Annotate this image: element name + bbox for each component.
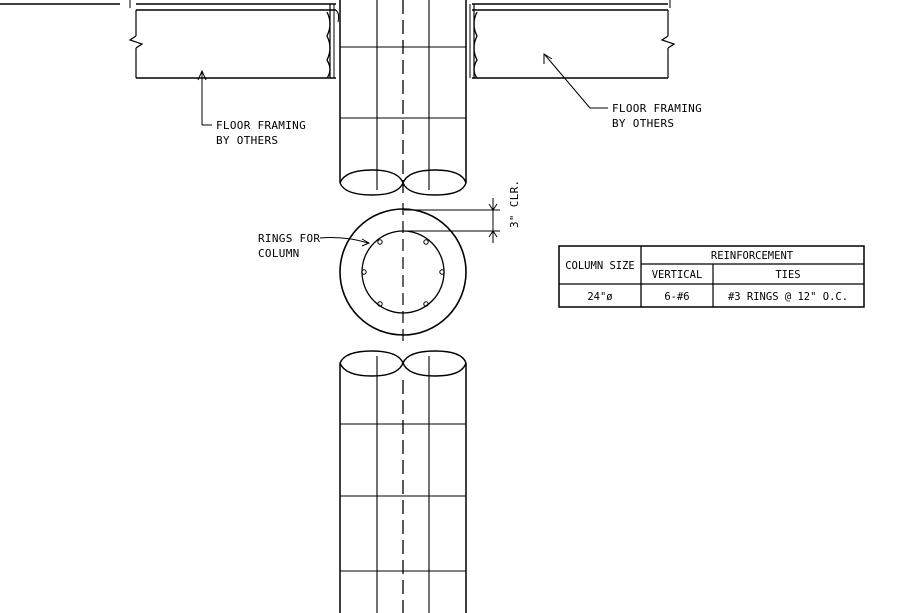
- floor-framing-note-left-line1: FLOOR FRAMING: [216, 119, 306, 132]
- table-cell-vertical: 6-#6: [664, 291, 689, 303]
- floor-framing-note-right-line1: FLOOR FRAMING: [612, 102, 702, 115]
- clearance-label: 3" CLR.: [508, 180, 521, 228]
- column-lower: [339, 350, 467, 613]
- table-header-column-size: COLUMN SIZE: [565, 260, 635, 272]
- table-cell-ties: #3 RINGS @ 12" O.C.: [728, 291, 848, 303]
- floor-framing-left: [0, 0, 340, 79]
- floor-framing-leader-left: [197, 69, 212, 126]
- floor-framing-leader-right: [543, 53, 608, 109]
- rings-note-line1: RINGS FOR: [258, 232, 320, 245]
- column-upper: [339, 0, 467, 196]
- rings-note-line2: COLUMN: [258, 247, 300, 260]
- floor-framing-note-left-line2: BY OTHERS: [216, 134, 278, 147]
- floor-framing-note-right-line2: BY OTHERS: [612, 117, 674, 130]
- column-section: [339, 203, 467, 345]
- floor-framing-right: [469, 0, 676, 79]
- reinforcement-table: COLUMN SIZE REINFORCEMENT VERTICAL TIES …: [558, 245, 865, 308]
- table-header-ties: TIES: [775, 269, 800, 281]
- table-cell-size: 24"ø: [587, 291, 613, 303]
- table-header-reinforcement: REINFORCEMENT: [711, 250, 794, 262]
- rings-leader: [319, 237, 371, 247]
- clearance-dimension: 3" CLR.: [404, 180, 521, 243]
- table-header-vertical: VERTICAL: [652, 269, 703, 281]
